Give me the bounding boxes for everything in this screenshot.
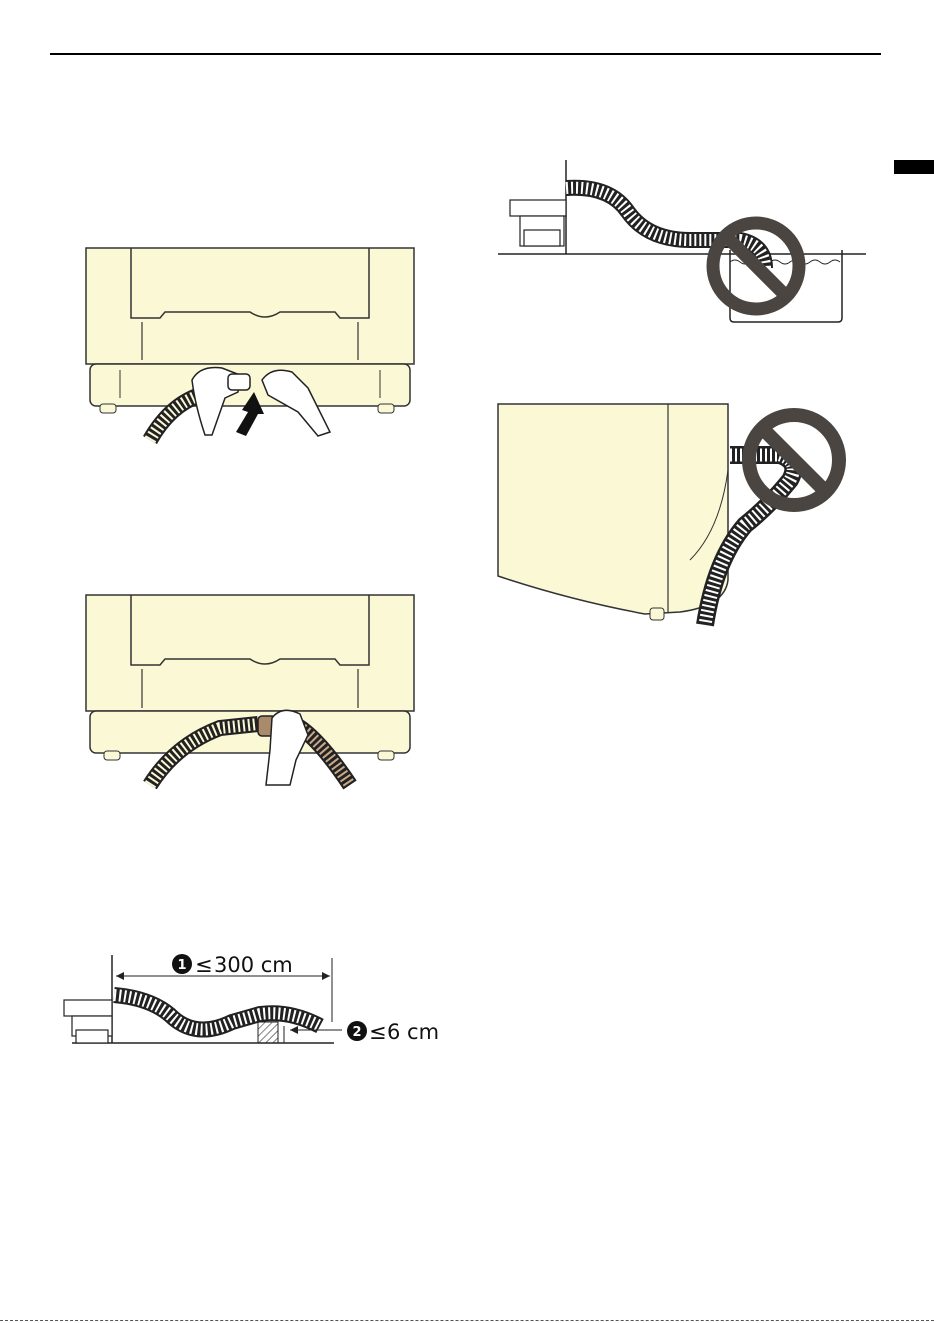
support-block <box>258 1022 278 1043</box>
length-limit-label: 1 ≤ 300 cm <box>172 953 293 977</box>
length-symbol: ≤ <box>195 953 213 977</box>
footer-rule <box>0 1320 934 1321</box>
washer-foot-5 <box>64 1000 112 1043</box>
height-limit-label: 2 ≤ 6 cm <box>347 1020 439 1044</box>
marker-2-number: 2 <box>352 1025 361 1040</box>
marker-1-number: 1 <box>177 958 186 973</box>
height-symbol: ≤ <box>369 1020 387 1044</box>
length-value: 300 cm <box>214 953 293 977</box>
height-value: 6 cm <box>387 1020 439 1044</box>
